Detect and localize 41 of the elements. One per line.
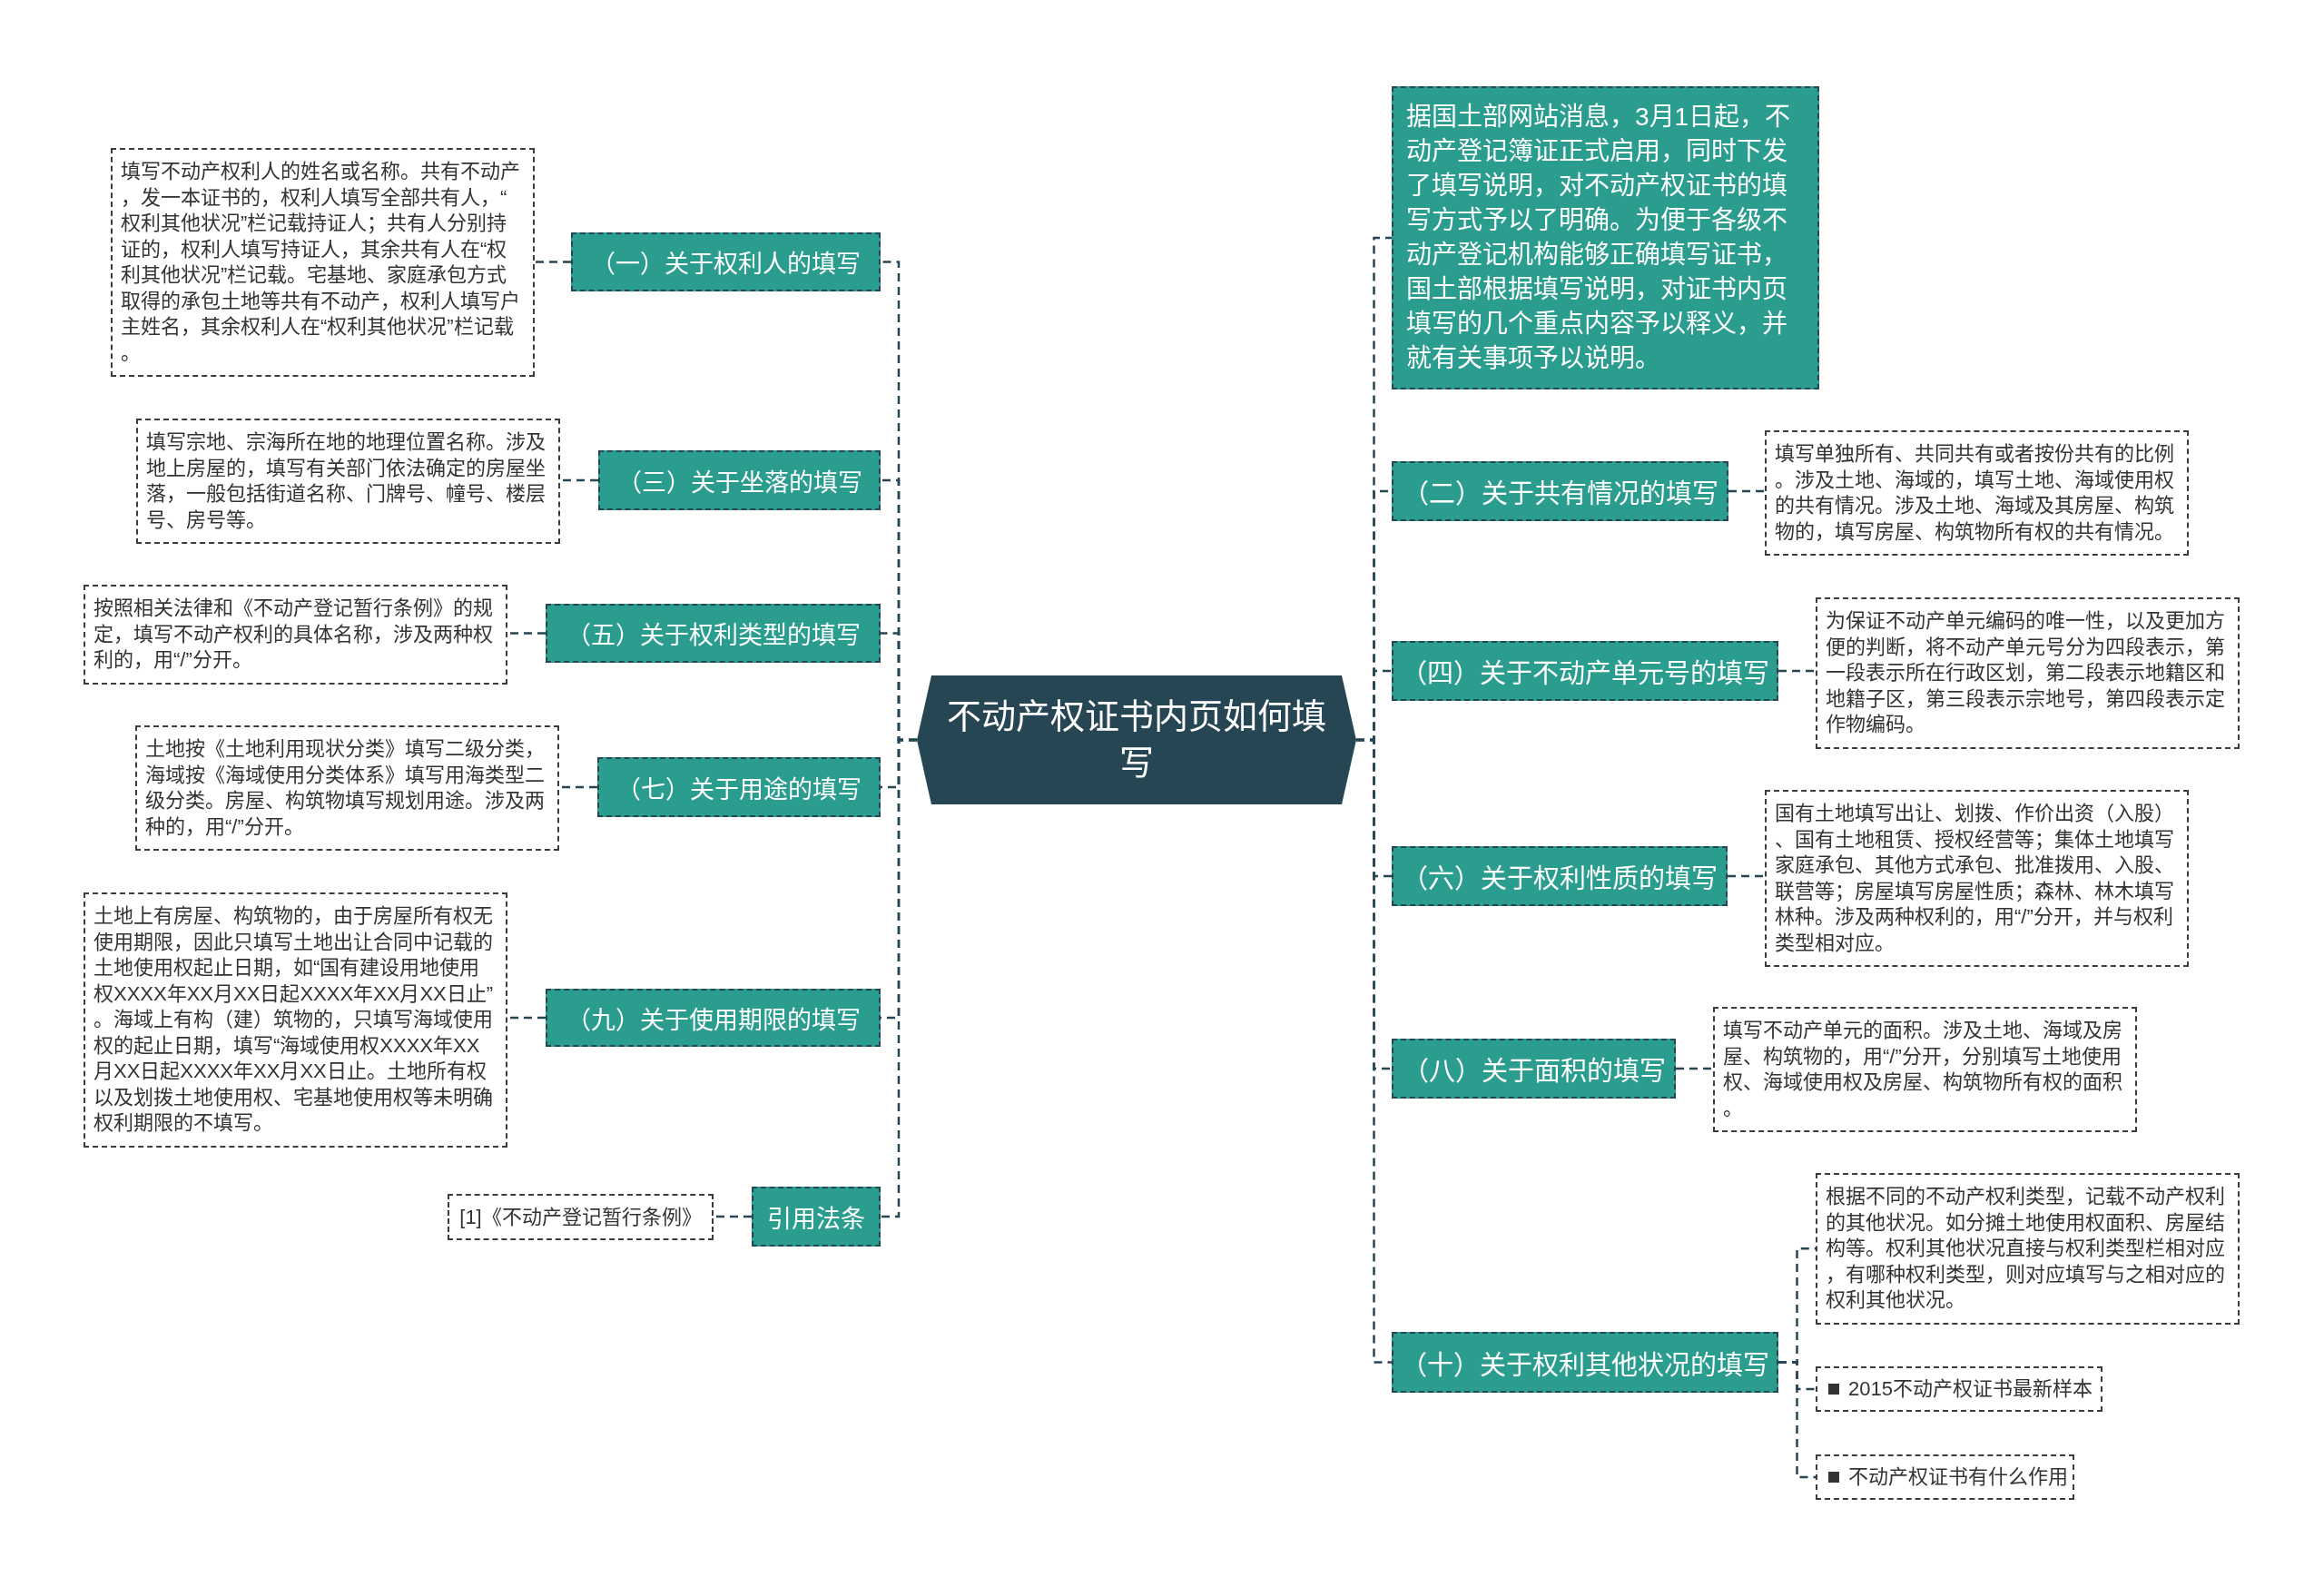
connector-line (714, 1215, 752, 1218)
note-box: 国有土地填写出让、划拨、作价出资（入股）、国有土地租赁、授权经营等；集体土地填写家庭承包、其他方式承包、批准拨用、入股、联营等；房屋填写房屋性质；森林、林木填写林种。涉及两种权利的，用“/”分开，并与权利类型相对应。 (1765, 790, 2189, 967)
note-box: 填写单独所有、共同共有或者按份共有的比例。涉及土地、海域的，填写土地、海域使用权的共有情况。涉及土地、海域及其房屋、构筑物的，填写房屋、构筑物所有权的共有情况。 (1765, 430, 2189, 556)
topic-box: （七）关于用途的填写 (597, 757, 881, 817)
connector-line (507, 1016, 546, 1020)
connector-line (1728, 489, 1765, 493)
connector-line (560, 478, 598, 482)
note-box: 填写不动产单元的面积。涉及土地、海域及房屋、构筑物的，用“/”分开，分别填写土地使用权、海域使用权及房屋、构筑物所有权的面积。 (1713, 1007, 2137, 1132)
link-text: 不动产权证书有什么作用 (1848, 1464, 2068, 1490)
topic-box: （九）关于使用期限的填写 (546, 989, 881, 1047)
connector-line (1778, 1361, 1816, 1479)
connector-line (881, 738, 917, 1218)
connector-line (1356, 738, 1392, 1364)
topic-box: （五）关于权利类型的填写 (546, 604, 881, 663)
link-text: 2015不动产权证书最新样本 (1848, 1376, 2093, 1402)
topic-box: （二）关于共有情况的填写 (1392, 461, 1728, 521)
connector-line (1728, 874, 1765, 878)
link-box (1816, 1454, 2074, 1500)
topic-box: （一）关于权利人的填写 (571, 232, 881, 291)
note-box: 按照相关法律和《不动产登记暂行条例》的规定，填写不动产权利的具体名称，涉及两种权利的，用“/”分开。 (84, 585, 507, 685)
note-box: [1]《不动产登记暂行条例》 (448, 1194, 714, 1240)
topic-box: （四）关于不动产单元号的填写 (1392, 641, 1778, 701)
topic-box: （三）关于坐落的填写 (598, 450, 881, 510)
link-box (1816, 1366, 2102, 1412)
topic-box: 引用法条 (752, 1187, 881, 1247)
connector-line (507, 632, 546, 635)
connector-line (559, 785, 597, 789)
topic-box: （八）关于面积的填写 (1392, 1039, 1676, 1099)
note-box: 土地上有房屋、构筑物的，由于房屋所有权无使用期限，因此只填写土地出让合同中记载的土地使用权起止日期，如“国有建设用地使用权XXXX年XX月XX日起XXXX年XX月XX日止”。海域上有构（建）筑物的，只填写海域使用权的起止日期，填写“海域使用权XXXX年XX月XX日起XXXX年XX月XX日止。土地所有权以及划拨土地使用权、宅基地使用权等未明确权利期限的不填写。 (84, 892, 507, 1148)
topic-box: （六）关于权利性质的填写 (1392, 846, 1728, 906)
summary-box: 据国土部网站消息，3月1日起，不动产登记簿证正式启用，同时下发了填写说明，对不动产权证书的填写方式予以了明确。为便于各级不动产登记机构能够正确填写证书，国土部根据填写说明，对证书内页填写的几个重点内容予以释义，并就有关事项予以说明。 (1392, 86, 1819, 389)
central-topic: 不动产权证书内页如何填写 (917, 675, 1356, 804)
note-box: 填写不动产权利人的姓名或名称。共有不动产，发一本证书的，权利人填写全部共有人，“权利其他状况”栏记载持证人；共有人分别持证的，权利人填写持证人，其余共有人在“权利其他状况”栏记载。宅基地、家庭承包方式取得的承包土地等共有不动产，权利人填写户主姓名，其余权利人在“权利其他状况”栏记载。 (111, 148, 535, 377)
topic-box: （十）关于权利其他状况的填写 (1392, 1332, 1778, 1393)
note-box: 根据不同的不动产权利类型，记载不动产权利的其他状况。如分摊土地使用权面积、房屋结构等。权利其他状况直接与权利类型栏相对应，有哪种权利类型，则对应填写与之相对应的权利其他状况。 (1816, 1173, 2240, 1325)
note-box: 土地按《土地利用现状分类》填写二级分类，海域按《海域使用分类体系》填写用海类型二级分类。房屋、构筑物填写规划用途。涉及两种的，用“/”分开。 (135, 725, 559, 851)
note-box: 填写宗地、宗海所在地的地理位置名称。涉及地上房屋的，填写有关部门依法确定的房屋坐落，一般包括街道名称、门牌号、幢号、楼层号、房号等。 (136, 419, 560, 544)
connector-line (1778, 669, 1816, 673)
connector-line (535, 261, 571, 263)
connector-line (1676, 1067, 1713, 1070)
note-box: 为保证不动产单元编码的唯一性，以及更加方便的判断，将不动产单元号分为四段表示，第一段表示所在行政区划，第二段表示地籍区和地籍子区，第三段表示宗地号，第四段表示定作物编码。 (1816, 597, 2240, 749)
